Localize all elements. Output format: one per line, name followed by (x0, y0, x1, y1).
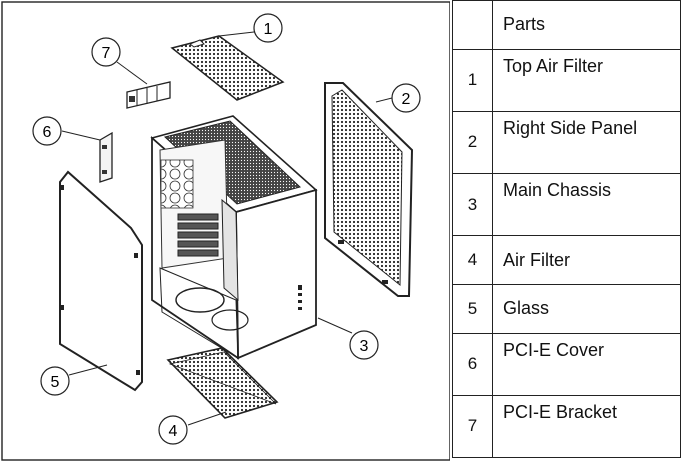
callout-4: 4 (158, 415, 188, 445)
right-side-panel-part (324, 82, 414, 297)
row-part-name: Glass (492, 283, 681, 334)
row-number: 2 (452, 110, 493, 175)
table-row: 6 PCI-E Cover (452, 332, 681, 396)
row-number: 7 (452, 394, 493, 459)
callout-1-label: 1 (264, 21, 273, 38)
callout-6: 6 (32, 116, 62, 146)
row-number: 3 (452, 173, 493, 237)
row-number: 6 (452, 332, 493, 396)
row-number: 5 (452, 283, 493, 334)
header-parts-cell: Parts (492, 0, 681, 50)
row-part-name: Right Side Panel (492, 110, 681, 175)
parts-table-grid: Parts 1 Top Air Filter 2 Right Side Pane… (452, 0, 681, 459)
header-num-cell (452, 0, 493, 50)
callout-2: 2 (391, 83, 421, 113)
top-air-filter-part (170, 31, 285, 101)
callout-4-label: 4 (169, 423, 178, 440)
table-header-row: Parts (452, 0, 681, 50)
callout-3: 3 (349, 330, 379, 360)
callout-1: 1 (253, 13, 283, 43)
exploded-diagram: 1 2 3 4 5 6 7 (1, 1, 451, 461)
table-row: 7 PCI-E Bracket (452, 394, 681, 459)
row-number: 1 (452, 48, 493, 112)
row-part-name: Top Air Filter (492, 48, 681, 112)
bottom-air-filter-part (166, 347, 279, 426)
row-part-name: Air Filter (492, 235, 681, 285)
pcie-bracket-part (116, 61, 171, 109)
table-row: 5 Glass (452, 283, 681, 334)
diagram-svg: 1 2 3 4 5 6 7 (1, 1, 451, 461)
parts-table: Parts 1 Top Air Filter 2 Right Side Pane… (452, 0, 681, 462)
main-chassis-part (150, 115, 353, 360)
row-part-name: PCI-E Cover (492, 332, 681, 396)
table-row: 2 Right Side Panel (452, 110, 681, 175)
callout-5-label: 5 (51, 374, 60, 391)
table-row: 4 Air Filter (452, 235, 681, 285)
callout-7: 7 (91, 37, 121, 67)
table-row: 1 Top Air Filter (452, 48, 681, 112)
callout-5: 5 (40, 366, 70, 396)
callout-7-label: 7 (102, 45, 111, 62)
pcie-cover-part (61, 130, 113, 183)
callout-6-label: 6 (43, 124, 52, 141)
callout-2-label: 2 (402, 91, 411, 108)
glass-panel-part (59, 170, 143, 392)
table-row: 3 Main Chassis (452, 173, 681, 237)
row-part-name: Main Chassis (492, 173, 681, 237)
callout-3-label: 3 (360, 338, 369, 355)
row-number: 4 (452, 235, 493, 285)
row-part-name: PCI-E Bracket (492, 394, 681, 459)
